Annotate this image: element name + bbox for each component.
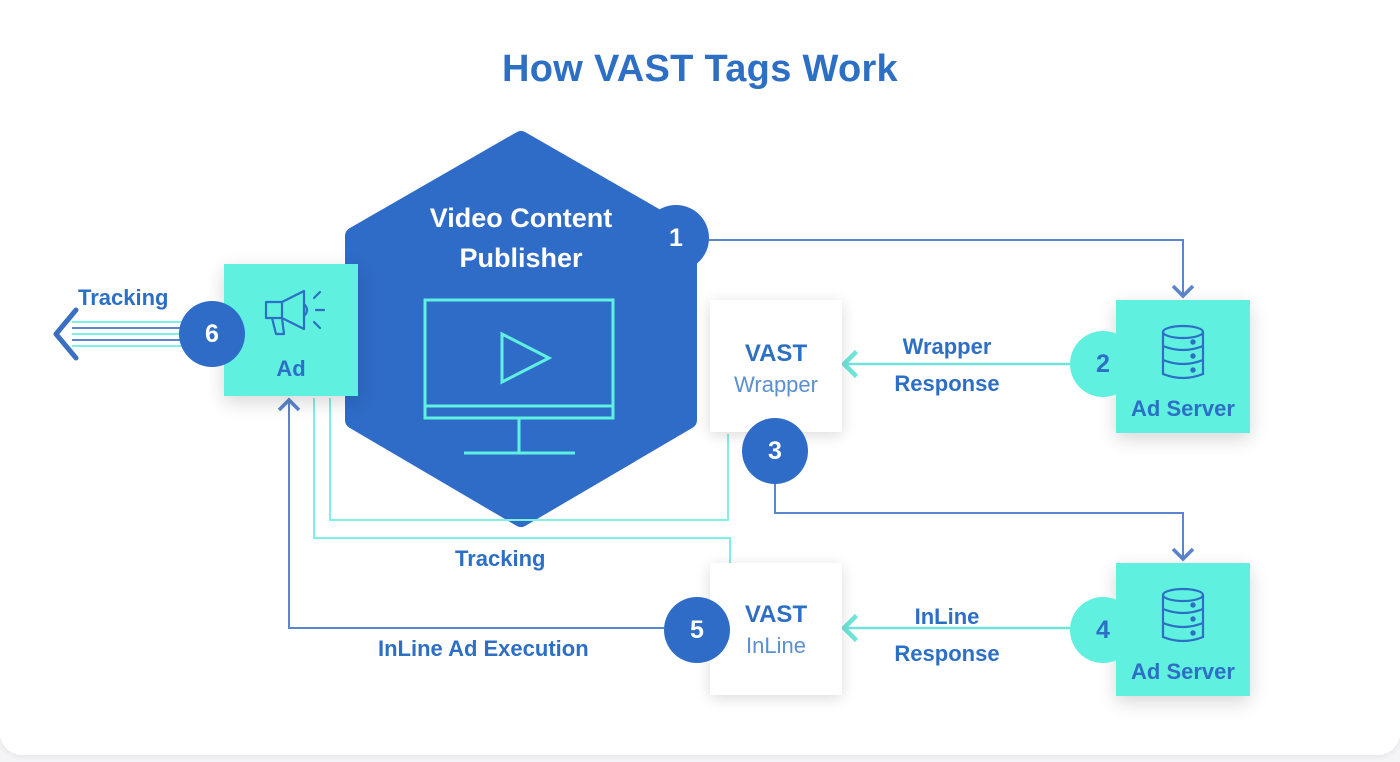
step-badge-1: 1 bbox=[643, 205, 709, 271]
database-icon bbox=[1161, 587, 1205, 643]
page-title: How VAST Tags Work bbox=[502, 48, 898, 90]
wrapper-response-label: Wrapper Response bbox=[880, 328, 1014, 402]
request-line-3 bbox=[774, 482, 1195, 562]
wrapper-response-line2: Response bbox=[894, 371, 1000, 396]
ad-label: Ad bbox=[276, 356, 306, 381]
step-badge-5: 5 bbox=[664, 597, 730, 663]
megaphone-icon bbox=[264, 289, 326, 336]
publisher-hexagon bbox=[345, 131, 697, 527]
tracking-bottom-label: Tracking bbox=[455, 546, 546, 571]
vast-wrapper-box: VAST Wrapper bbox=[710, 300, 842, 432]
publisher-title-line2: Publisher bbox=[459, 243, 583, 273]
request-line-1 bbox=[705, 239, 1195, 299]
vast-inline-subtitle: InLine bbox=[746, 633, 806, 658]
ad-server-top-label: Ad Server bbox=[1131, 396, 1235, 421]
step-badge-6: 6 bbox=[179, 301, 245, 367]
tracking-line-inline bbox=[313, 398, 731, 565]
vast-wrapper-title: VAST bbox=[744, 340, 808, 367]
ad-server-bottom: Ad Server bbox=[1116, 563, 1250, 696]
vast-inline-box: VAST InLine bbox=[710, 563, 842, 695]
step-badge-2: 2 bbox=[1070, 331, 1136, 397]
step-badge-4: 4 bbox=[1070, 597, 1136, 663]
inline-response-label: InLine Response bbox=[880, 598, 1014, 672]
tracking-out-arrow bbox=[53, 307, 225, 361]
tracking-line-wrapper bbox=[329, 398, 729, 521]
vast-inline-title: VAST bbox=[744, 601, 808, 628]
database-icon bbox=[1161, 324, 1205, 380]
wrapper-response-line1: Wrapper bbox=[902, 334, 992, 359]
publisher-title-line1: Video Content bbox=[429, 203, 613, 233]
step-badge-3: 3 bbox=[742, 418, 808, 484]
monitor-play-icon bbox=[423, 298, 615, 455]
ad-server-bottom-label: Ad Server bbox=[1131, 659, 1235, 684]
ad-server-top: Ad Server bbox=[1116, 300, 1250, 433]
inline-response-line1: InLine bbox=[914, 604, 980, 629]
publisher-title: Video Content Publisher bbox=[380, 198, 662, 278]
inline-response-line2: Response bbox=[894, 641, 1000, 666]
ad-box: Ad bbox=[224, 264, 358, 396]
tracking-left-label: Tracking bbox=[78, 285, 169, 310]
vast-wrapper-subtitle: Wrapper bbox=[734, 372, 818, 397]
inline-execution-label: InLine Ad Execution bbox=[378, 636, 589, 661]
inline-execution-line bbox=[277, 397, 664, 629]
